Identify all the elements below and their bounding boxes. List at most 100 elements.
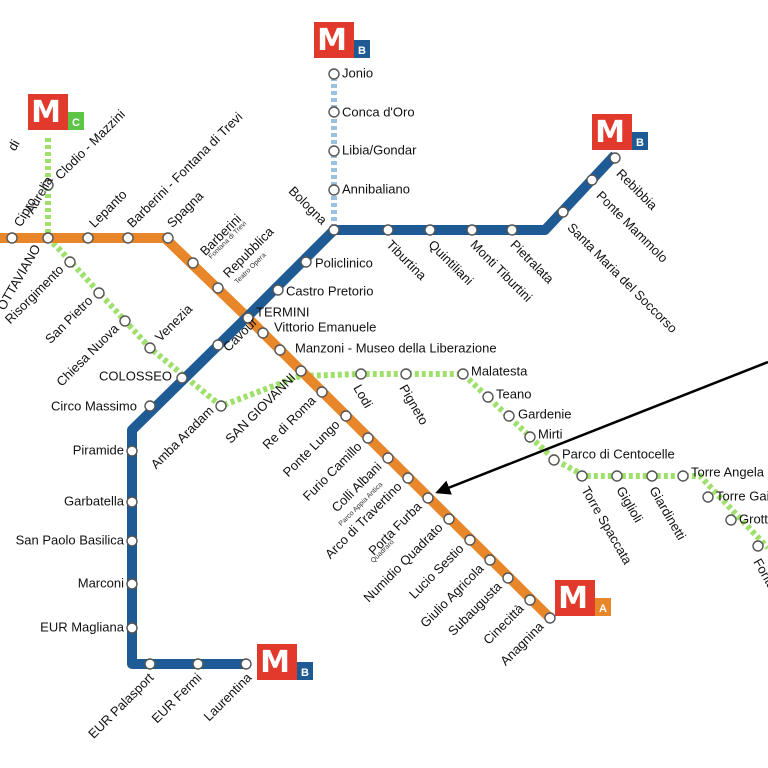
station-marker-tiburtina[interactable] bbox=[382, 224, 394, 236]
station-marker-arco-di-travertino[interactable] bbox=[402, 472, 414, 484]
station-marker-santa-maria-del-soccorso[interactable] bbox=[557, 206, 569, 218]
station-marker-barberini-fontana-di-trevi[interactable] bbox=[122, 232, 134, 244]
station-label-jonio: Jonio bbox=[342, 65, 373, 80]
station-label-policlinico: Policlinico bbox=[315, 255, 373, 270]
metro-logo-letter: M bbox=[260, 645, 290, 680]
station-marker-vittorio-emanuele[interactable] bbox=[257, 327, 269, 339]
station-marker-ponte-lungo[interactable] bbox=[340, 410, 352, 422]
station-label-quintiliani: Quintiliani bbox=[425, 237, 476, 288]
station-label-marconi: Marconi bbox=[78, 575, 124, 590]
station-marker-policlinico[interactable] bbox=[300, 256, 312, 268]
station-marker-ottaviano[interactable] bbox=[42, 232, 54, 244]
station-marker-circo-massimo[interactable] bbox=[144, 400, 156, 412]
station-marker-rebibbia[interactable] bbox=[609, 152, 621, 164]
station-marker-cinecitt[interactable] bbox=[524, 594, 536, 606]
metro-logo-line-letter: B bbox=[636, 137, 644, 149]
station-label-annibaliano: Annibaliano bbox=[342, 181, 410, 196]
station-marker-spagna[interactable] bbox=[162, 232, 174, 244]
station-marker-eur-fermi[interactable] bbox=[192, 658, 204, 670]
station-marker-garbatella[interactable] bbox=[126, 496, 138, 508]
station-label-eur-magliana: EUR Magliana bbox=[40, 619, 125, 634]
station-label-mirti: Mirti bbox=[538, 426, 563, 441]
station-marker-barberini[interactable] bbox=[187, 257, 199, 269]
station-label-venezia: Venezia bbox=[152, 301, 196, 345]
station-marker-repubblica[interactable] bbox=[212, 282, 224, 294]
station-marker-anagnina[interactable] bbox=[544, 612, 556, 624]
station-marker-eur-palasport[interactable] bbox=[144, 658, 156, 670]
station-marker-san-pietro[interactable] bbox=[93, 287, 105, 299]
station-label-amba-aradam: Amba Aradam bbox=[148, 403, 217, 472]
station-marker-piramide[interactable] bbox=[126, 445, 138, 457]
station-marker-subaugusta[interactable] bbox=[502, 572, 514, 584]
station-label-teano: Teano bbox=[496, 386, 531, 401]
metro-logo-letter: M bbox=[317, 23, 347, 58]
station-marker-manzoni-museo-della-liberazione[interactable] bbox=[274, 344, 286, 356]
station-label-fontana-candida: Fontana Candida bbox=[750, 556, 768, 651]
station-marker-castro-pretorio[interactable] bbox=[272, 284, 284, 296]
metro-logo-letter: M bbox=[31, 95, 61, 130]
metro-logo-line-letter: B bbox=[358, 45, 366, 57]
station-marker-chiesa-nuova[interactable] bbox=[119, 315, 131, 327]
station-marker-colosseo[interactable] bbox=[176, 372, 188, 384]
station-marker-numidio-quadrato[interactable] bbox=[443, 513, 455, 525]
station-marker-giulio-agricola[interactable] bbox=[484, 554, 496, 566]
station-marker-porta-furba[interactable] bbox=[422, 492, 434, 504]
station-marker-giglioli[interactable] bbox=[611, 470, 623, 482]
station-marker-parco-di-centocelle[interactable] bbox=[548, 454, 560, 466]
station-label-pigneto: Pigneto bbox=[396, 382, 431, 428]
station-marker-laurentina[interactable] bbox=[240, 658, 252, 670]
station-marker-lucio-sestio[interactable] bbox=[464, 534, 476, 546]
station-marker-re-di-roma[interactable] bbox=[316, 386, 328, 398]
station-marker-amba-aradam[interactable] bbox=[215, 400, 227, 412]
station-label-santa-maria-del-soccorso: Santa Maria del Soccorso bbox=[564, 220, 680, 336]
stations bbox=[6, 68, 764, 670]
station-marker-pietralata[interactable] bbox=[506, 224, 518, 236]
station-marker-ponte-mammolo[interactable] bbox=[586, 174, 598, 186]
station-label-castro-pretorio: Castro Pretorio bbox=[286, 283, 373, 298]
station-marker-venezia[interactable] bbox=[144, 342, 156, 354]
station-marker-annibaliano[interactable] bbox=[328, 184, 340, 196]
station-marker-gardenie[interactable] bbox=[503, 410, 515, 422]
station-marker-libia-gondar[interactable] bbox=[328, 145, 340, 157]
station-marker-marconi[interactable] bbox=[126, 578, 138, 590]
station-marker-cavour[interactable] bbox=[212, 339, 224, 351]
station-marker-grotte-celoni[interactable] bbox=[725, 514, 737, 526]
station-marker-jonio[interactable] bbox=[328, 68, 340, 80]
station-marker-lodi[interactable] bbox=[355, 368, 367, 380]
station-marker-monti-tiburtini[interactable] bbox=[466, 224, 478, 236]
station-marker-risorgimento[interactable] bbox=[64, 256, 76, 268]
station-marker-quintiliani[interactable] bbox=[424, 224, 436, 236]
station-marker-eur-magliana[interactable] bbox=[126, 622, 138, 634]
station-label-san-paolo-basilica: San Paolo Basilica bbox=[16, 532, 125, 547]
station-label-grotte-celoni: Grotte Celoni bbox=[739, 511, 768, 526]
station-marker-torre-spaccata[interactable] bbox=[576, 470, 588, 482]
station-marker-conca-d-oro[interactable] bbox=[328, 106, 340, 118]
station-marker-torre-gaia[interactable] bbox=[702, 491, 714, 503]
station-marker-torre-angela[interactable] bbox=[677, 470, 689, 482]
station-label-malatesta: Malatesta bbox=[471, 363, 528, 378]
station-label-piramide: Piramide bbox=[73, 442, 124, 457]
station-marker-san-giovanni[interactable] bbox=[295, 365, 307, 377]
station-label-laurentina: Laurentina bbox=[200, 669, 255, 724]
station-marker-colli-albani[interactable] bbox=[382, 452, 394, 464]
station-marker-fontana-candida[interactable] bbox=[752, 540, 764, 552]
station-marker-furio-camillo[interactable] bbox=[362, 432, 374, 444]
station-label-bologna: Bologna bbox=[286, 183, 331, 228]
station-marker-clodio-mazzini[interactable] bbox=[42, 179, 54, 191]
station-marker-termini[interactable] bbox=[242, 312, 254, 324]
station-marker-malatesta[interactable] bbox=[457, 368, 469, 380]
station-marker-san-paolo-basilica[interactable] bbox=[126, 535, 138, 547]
station-marker-lepanto[interactable] bbox=[82, 232, 94, 244]
station-marker-bologna[interactable] bbox=[328, 224, 340, 236]
station-marker-giardinetti[interactable] bbox=[646, 470, 658, 482]
station-marker-pigneto[interactable] bbox=[400, 368, 412, 380]
station-marker-mirti[interactable] bbox=[524, 431, 536, 443]
station-marker-cipro[interactable] bbox=[6, 232, 18, 244]
station-marker-teano[interactable] bbox=[482, 391, 494, 403]
